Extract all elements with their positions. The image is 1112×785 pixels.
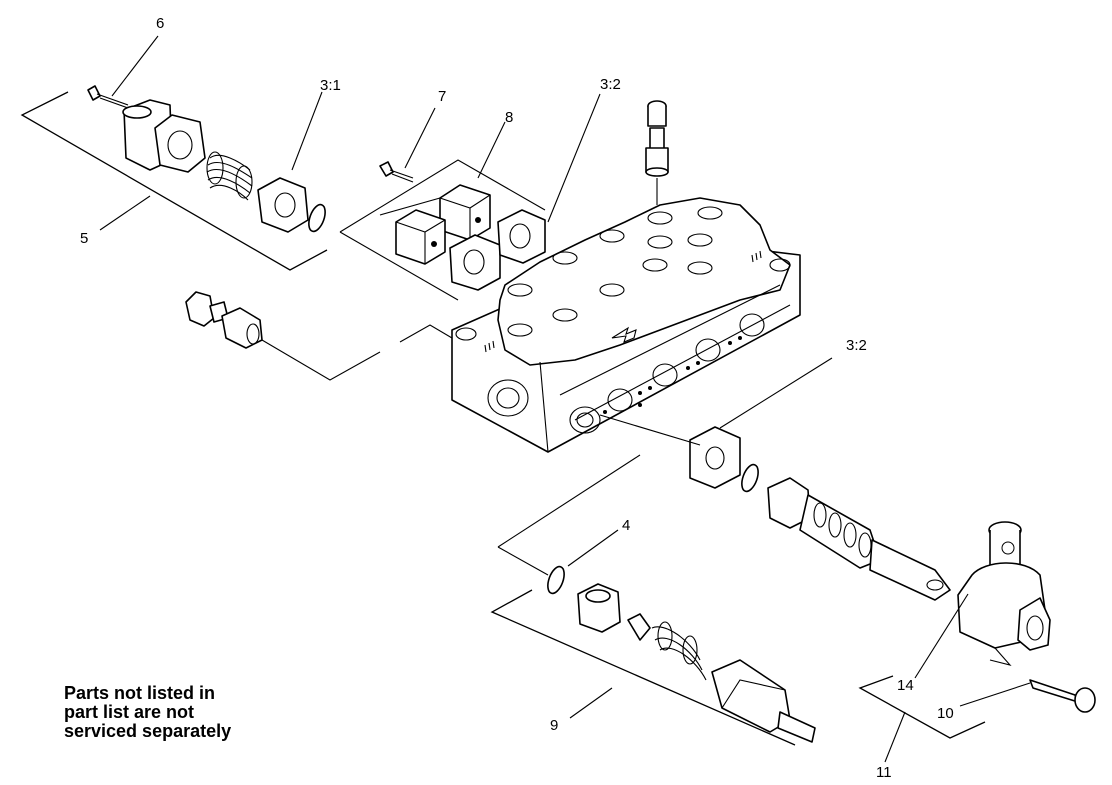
callout-11: 11 (876, 764, 892, 781)
callout-3-2-right: 3:2 (846, 337, 867, 354)
bracket-9 (490, 589, 796, 746)
callout-4: 4 (622, 517, 630, 534)
cartridge-assembly (497, 454, 816, 743)
spool-assembly (599, 414, 951, 601)
callout-8: 8 (505, 109, 513, 126)
callout-14: 14 (897, 677, 914, 694)
service-note: Parts not listed in part list are not se… (64, 684, 231, 741)
leader-lines (99, 35, 1031, 763)
callout-labels: 6 3:1 7 8 3:2 5 3:2 4 9 14 10 11 (80, 15, 954, 781)
bracket-11 (858, 675, 986, 739)
callout-10: 10 (937, 705, 954, 722)
service-note-line-1: Parts not listed in (64, 683, 216, 703)
callout-3-1: 3:1 (320, 77, 341, 94)
solenoid-assembly (87, 85, 326, 233)
actuator-assembly (957, 521, 1096, 713)
left-plug-assembly (185, 291, 453, 381)
pilot-valve-top (645, 100, 669, 205)
callout-9: 9 (550, 717, 558, 734)
callout-3-2-top: 3:2 (600, 76, 621, 93)
service-note-line-2: part list are not (64, 702, 195, 722)
service-note-line-3: serviced separately (64, 721, 232, 741)
callout-7: 7 (438, 88, 446, 105)
valve-body (451, 197, 801, 453)
callout-5: 5 (80, 230, 88, 247)
callout-6: 6 (156, 15, 164, 32)
bracket-5 (20, 91, 328, 271)
cover-plates (339, 159, 546, 301)
